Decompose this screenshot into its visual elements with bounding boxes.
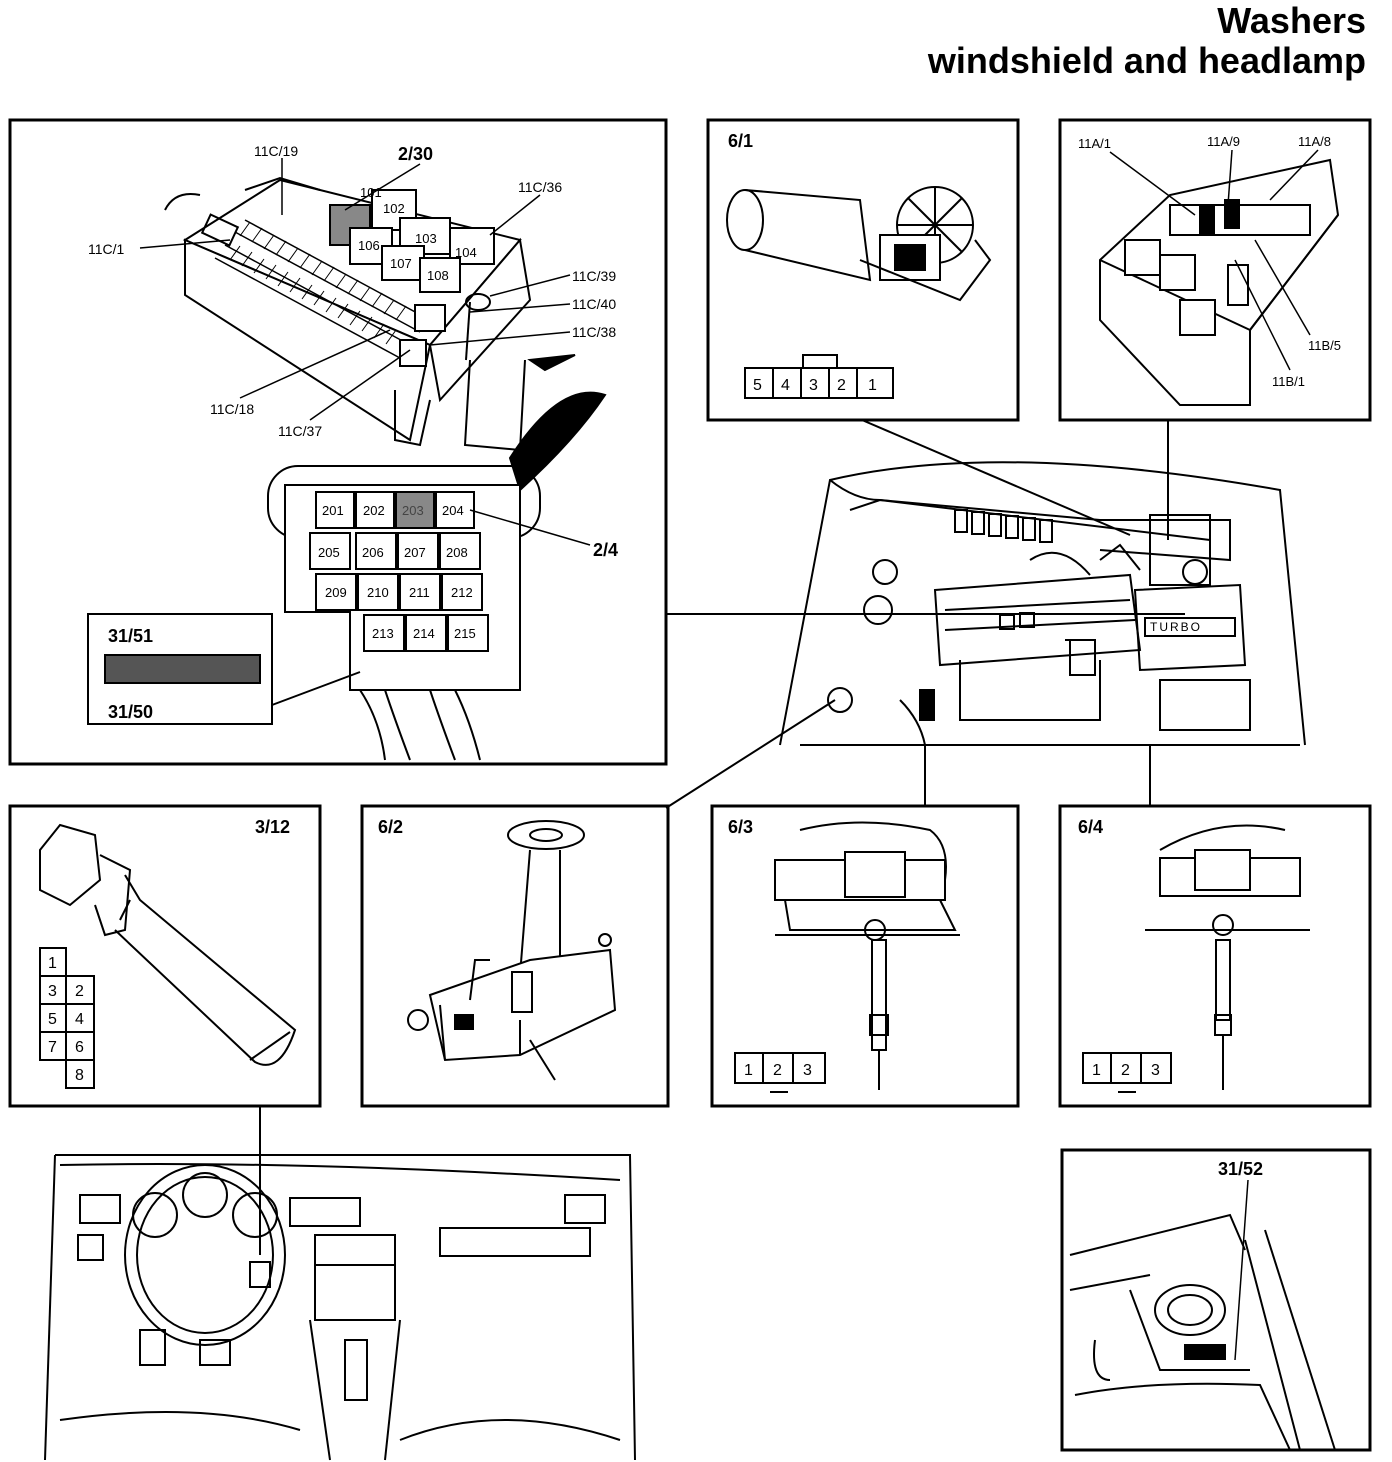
label-11b-5: 11B/5: [1308, 338, 1341, 353]
label-11a-9: 11A/9: [1207, 134, 1240, 149]
pillar-connector-drawing: [1069, 1213, 1336, 1451]
label-6-3: 6/3: [728, 817, 753, 837]
pin-3-12-5: 5: [48, 1011, 57, 1028]
fuse-203: 203: [402, 503, 424, 518]
fuse-202: 202: [363, 503, 385, 518]
panel-6-1: [706, 118, 1020, 422]
label-11c-19: 11C/19: [254, 143, 298, 159]
fuse-205: 205: [318, 545, 340, 560]
pin-6-3-3: 3: [803, 1062, 812, 1079]
pin-6-1-3: 3: [809, 377, 818, 394]
pin-3-12-2: 2: [75, 983, 84, 1000]
pin-6-1-5: 5: [753, 377, 762, 394]
pin-3-12-4: 4: [75, 1011, 84, 1028]
fuse-210: 210: [367, 585, 389, 600]
pin-6-4-2: 2: [1121, 1062, 1130, 1079]
pin-3-12-6: 6: [75, 1039, 84, 1056]
label-11c-37: 11C/37: [278, 423, 322, 439]
fuse-201: 201: [322, 503, 344, 518]
label-3-12: 3/12: [255, 817, 290, 837]
connector-3-12-pins: [39, 947, 95, 1089]
fuse-207: 207: [404, 545, 426, 560]
curved-arrow-icon: [508, 391, 607, 492]
panel-3-12: [8, 804, 322, 1108]
label-11c-39: 11C/39: [572, 268, 616, 284]
connector-6-4-pins: [1082, 1052, 1172, 1093]
page-title: Washers: [1217, 0, 1366, 41]
connector-6-1-pins: [744, 367, 894, 399]
label-2-4: 2/4: [593, 540, 618, 560]
connector-6-3-pins: [734, 1052, 826, 1093]
label-2-30: 2/30: [398, 144, 433, 164]
panel-6-2: [360, 804, 670, 1108]
pin-3-12-8: 8: [75, 1067, 84, 1084]
panel-6-4: [1058, 804, 1372, 1108]
relay-106: 106: [358, 238, 380, 253]
fuse-212: 212: [451, 585, 473, 600]
fuse-208: 208: [446, 545, 468, 560]
label-31-52: 31/52: [1218, 1159, 1263, 1179]
pin-3-12-3: 3: [48, 983, 57, 1000]
wiper-motor-drawing: [726, 186, 992, 302]
pin-3-12-1: 1: [48, 955, 57, 972]
label-6-1: 6/1: [728, 131, 753, 151]
engine-bay-drawing: [779, 461, 1306, 746]
engine-fuse-box-drawing: [1099, 158, 1340, 406]
fuse-211: 211: [409, 585, 430, 600]
turbo-badge: TURBO: [1150, 620, 1202, 634]
connector-31-51-drawing: [104, 654, 261, 684]
fuse-204: 204: [442, 503, 464, 518]
washer-pump-6-4-drawing: [1145, 824, 1310, 1090]
panel-6-3: [710, 804, 1020, 1108]
page-subtitle: windshield and headlamp: [927, 40, 1366, 81]
label-11a-8: 11A/8: [1298, 134, 1331, 149]
label-11b-1: 11B/1: [1272, 374, 1305, 389]
pin-3-12-7: 7: [48, 1039, 57, 1056]
label-11a-1: 11A/1: [1078, 136, 1111, 151]
pin-6-1-2: 2: [837, 377, 846, 394]
relay-108: 108: [427, 268, 449, 283]
pin-6-4-1: 1: [1092, 1062, 1101, 1079]
washer-reservoir-drawing: [407, 820, 617, 1081]
label-31-50: 31/50: [108, 702, 153, 722]
pin-6-3-2: 2: [773, 1062, 782, 1079]
relay-101: 101: [360, 185, 382, 200]
label-11c-18: 11C/18: [210, 401, 254, 417]
relay-102: 102: [383, 201, 405, 216]
relay-103: 103: [415, 231, 437, 246]
pin-6-3-1: 1: [744, 1062, 753, 1079]
relay-box-2-4-drawing: [284, 484, 521, 761]
fuse-213: 213: [372, 626, 394, 641]
pin-6-4-3: 3: [1151, 1062, 1160, 1079]
fuse-209: 209: [325, 585, 347, 600]
washer-pump-6-3-drawing: [774, 821, 960, 1090]
label-11c-1: 11C/1: [88, 241, 125, 257]
label-31-51: 31/51: [108, 626, 153, 646]
panel-fuse-box: [8, 118, 668, 766]
pin-6-1-1: 1: [868, 377, 877, 394]
dashboard-drawing: [44, 1154, 636, 1461]
label-6-2: 6/2: [378, 817, 403, 837]
pin-6-1-4: 4: [781, 377, 790, 394]
label-6-4: 6/4: [1078, 817, 1103, 837]
relay-104: 104: [455, 245, 477, 260]
panel-11-connectors: [1058, 118, 1372, 422]
label-11c-38: 11C/38: [572, 324, 616, 340]
stalk-switch-drawing: [39, 823, 297, 1066]
central-electrical-unit-drawing: [164, 176, 532, 452]
label-11c-36: 11C/36: [518, 179, 562, 195]
relay-107: 107: [390, 256, 412, 271]
fuse-206: 206: [362, 545, 384, 560]
fuse-214: 214: [413, 626, 435, 641]
fuse-215: 215: [454, 626, 476, 641]
label-11c-40: 11C/40: [572, 296, 616, 312]
panel-31-52: [1060, 1148, 1372, 1452]
